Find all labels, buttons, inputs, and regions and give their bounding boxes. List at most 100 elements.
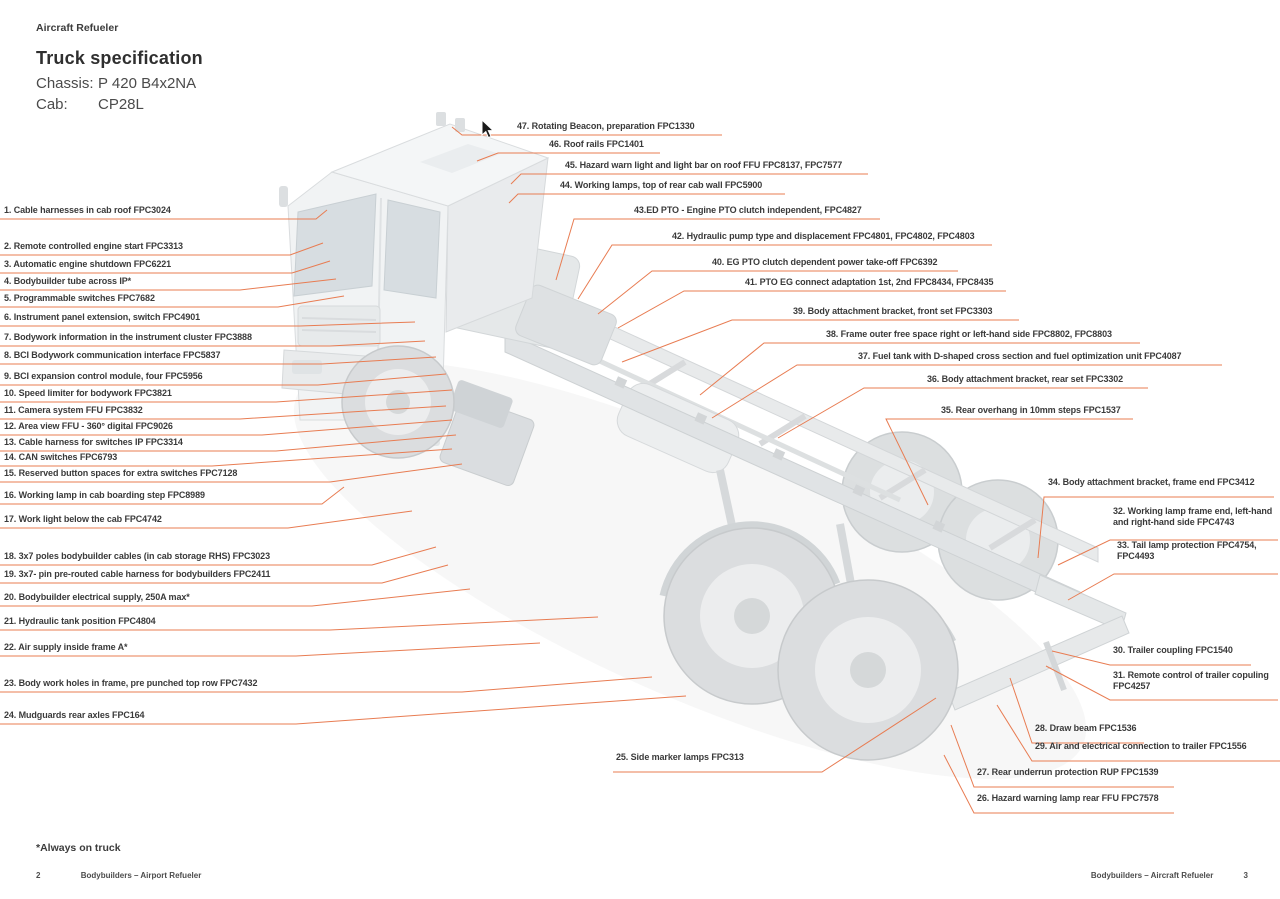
- leader-line-10: [0, 389, 453, 403]
- rear-underrun-bar: [947, 615, 1130, 711]
- truck-rear-far-wheels: [841, 431, 1059, 601]
- callout-label-35: 35. Rear overhang in 10mm steps FPC1537: [941, 405, 1121, 415]
- headlight: [292, 360, 322, 374]
- callout-label-23: 23. Body work holes in frame, pre punche…: [4, 678, 258, 688]
- leader-line-13: [0, 434, 457, 452]
- truck-rear-wheels: [659, 521, 959, 761]
- spec-row-cab: Cab: CP28L: [36, 94, 203, 115]
- cursor-arrow-icon: [481, 118, 495, 139]
- footer-right: Bodybuilders – Aircraft Refueler 3: [1091, 871, 1248, 880]
- grille: [297, 305, 381, 347]
- leader-line-3: [0, 260, 331, 274]
- body-attachment-brackets: [614, 376, 946, 533]
- roof-beacon-mount: [436, 112, 446, 126]
- mouse-cursor: [481, 118, 495, 140]
- callout-label-9: 9. BCI expansion control module, four FP…: [4, 371, 203, 381]
- leader-line-33: [1067, 573, 1278, 601]
- leader-line-30: [1051, 650, 1251, 666]
- spec-table: Chassis: P 420 B4x2NA Cab: CP28L: [36, 73, 203, 115]
- fuel-tank: [616, 382, 740, 474]
- footer-text-left: Bodybuilders – Airport Refueler: [80, 871, 202, 880]
- leader-line-27: [950, 724, 1174, 788]
- leader-line-1: [0, 209, 328, 220]
- truck-cab: [279, 112, 550, 446]
- leader-line-44: [508, 193, 785, 204]
- callout-label-6: 6. Instrument panel extension, switch FP…: [4, 312, 201, 322]
- boarding-step: [400, 435, 440, 446]
- footer-left: 2 Bodybuilders – Airport Refueler: [36, 871, 201, 880]
- boarding-step: [396, 418, 436, 429]
- callout-label-36: 36. Body attachment bracket, rear set FP…: [927, 374, 1124, 384]
- callout-label-43: 43.ED PTO - Engine PTO clutch independen…: [634, 205, 862, 215]
- callout-label-21: 21. Hydraulic tank position FPC4804: [4, 616, 156, 626]
- callout-label-46: 46. Roof rails FPC1401: [549, 139, 644, 149]
- callout-label-25: 25. Side marker lamps FPC313: [616, 752, 744, 762]
- callout-label-4: 4. Bodybuilder tube across IP*: [4, 276, 132, 286]
- callout-label-26: 26. Hazard warning lamp rear FFU FPC7578: [977, 793, 1159, 803]
- leader-line-23: [0, 676, 653, 693]
- callout-label-10: 10. Speed limiter for bodywork FPC3821: [4, 388, 172, 398]
- leader-line-39: [621, 319, 1019, 363]
- spec-row-chassis: Chassis: P 420 B4x2NA: [36, 73, 203, 94]
- header: Aircraft Refueler Truck specification Ch…: [36, 22, 203, 115]
- callout-label-3: 3. Automatic engine shutdown FPC6221: [4, 259, 172, 269]
- leader-line-38: [699, 342, 1140, 396]
- callout-label-42: 42. Hydraulic pump type and displacement…: [672, 231, 975, 241]
- leader-line-36: [777, 387, 1148, 439]
- callout-label-13: 13. Cable harness for switches IP FPC331…: [4, 437, 183, 447]
- page-title: Truck specification: [36, 48, 203, 68]
- truck-shadow: [293, 361, 1087, 779]
- leader-line-4: [0, 278, 337, 291]
- truck-side-equipment: [439, 380, 535, 487]
- mirror: [279, 186, 288, 207]
- footnote: *Always on truck: [36, 842, 121, 854]
- leader-line-46: [476, 152, 660, 162]
- callout-label-47: 47. Rotating Beacon, preparation FPC1330: [517, 121, 695, 131]
- leader-line-26: [943, 754, 1174, 814]
- leader-line-29: [996, 704, 1280, 762]
- leader-line-25: [613, 697, 937, 773]
- footer-page-number-right: 3: [1243, 871, 1248, 880]
- leader-line-32: [1057, 539, 1278, 566]
- truck-chassis-frame: [504, 301, 1130, 711]
- leader-line-14: [0, 448, 453, 467]
- door-window: [383, 199, 441, 299]
- leader-line-18: [0, 546, 437, 566]
- leader-line-40: [597, 270, 958, 315]
- leader-line-41: [617, 290, 1006, 329]
- leader-line-31: [1045, 665, 1278, 701]
- roof-beacon-mount: [455, 118, 465, 132]
- leader-line-11: [0, 405, 447, 420]
- callout-label-1: 1. Cable harnesses in cab roof FPC3024: [4, 205, 171, 215]
- callout-label-8: 8. BCI Bodywork communication interface …: [4, 350, 221, 360]
- callout-label-38: 38. Frame outer free space right or left…: [826, 329, 1112, 339]
- callout-label-28: 28. Draw beam FPC1536: [1035, 723, 1137, 733]
- leader-line-16: [0, 486, 345, 505]
- callout-label-41: 41. PTO EG connect adaptation 1st, 2nd F…: [745, 277, 994, 287]
- callout-label-27: 27. Rear underrun protection RUP FPC1539: [977, 767, 1159, 777]
- leader-line-45: [510, 173, 868, 185]
- leader-line-37: [711, 364, 1222, 419]
- callout-label-33: 33. Tail lamp protection FPC4754, FPC449…: [1117, 540, 1257, 561]
- callout-label-20: 20. Bodybuilder electrical supply, 250A …: [4, 592, 190, 602]
- callout-label-30: 30. Trailer coupling FPC1540: [1113, 645, 1233, 655]
- leader-line-24: [0, 695, 687, 725]
- leader-line-21: [0, 616, 599, 631]
- callout-label-15: 15. Reserved button spaces for extra swi…: [4, 468, 238, 478]
- callout-label-24: 24. Mudguards rear axles FPC164: [4, 710, 145, 720]
- callout-label-40: 40. EG PTO clutch dependent power take-o…: [712, 257, 938, 267]
- callout-label-39: 39. Body attachment bracket, front set F…: [793, 306, 993, 316]
- leader-line-5: [0, 295, 345, 308]
- frame-end: [1034, 574, 1127, 632]
- windshield: [293, 193, 377, 297]
- leader-line-34: [1037, 496, 1274, 559]
- spec-value-cab: CP28L: [98, 96, 144, 113]
- leader-line-12: [0, 419, 453, 436]
- leader-line-2: [0, 242, 324, 256]
- callout-label-44: 44. Working lamps, top of rear cab wall …: [560, 180, 763, 190]
- footer-page-number-left: 2: [36, 871, 41, 880]
